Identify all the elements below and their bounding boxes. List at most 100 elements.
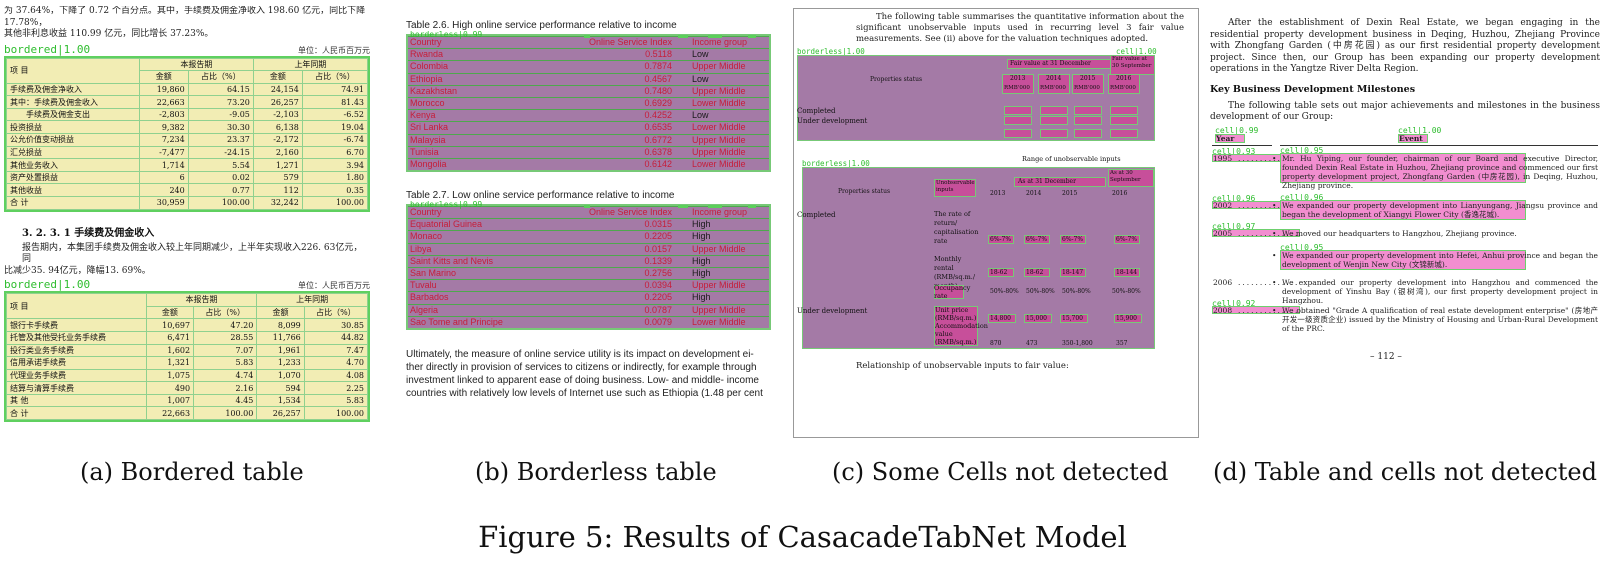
leader-dots: .............. [1238,278,1300,287]
event-text: We moved our headquarters to Hangzhou, Z… [1282,229,1517,238]
table-cell: 6.70 [301,145,369,160]
value-text: 357 [1116,340,1128,347]
cell-box-mark [584,35,590,38]
header-text: Fair value at 30 September [1112,56,1152,69]
detected-cell [1114,268,1140,277]
table-cell: 100.00 [303,406,369,421]
value-text: 15,000 [1026,315,1047,322]
intro-text: After the establishment of Dexin Real Es… [1210,18,1600,74]
table-cell: 0.6378 [644,146,672,157]
bullet: • [1272,229,1277,238]
detected-cell [1280,250,1526,270]
detected-cell [1074,129,1102,138]
table-cell: 0.0394 [644,280,672,291]
table-cell: Upper Middle [692,243,746,254]
value-text: 18-147 [1062,269,1084,276]
table-cell: 579 [252,170,303,185]
detected-cell [1110,129,1138,138]
table-cell: 0.1339 [644,255,672,266]
detection-label: cell|0.97 [1212,222,1256,231]
bullet: • [1272,251,1277,260]
detection-label: borderless|1.00 [797,47,865,56]
detected-cell [1212,306,1300,314]
table-cell: 手续费及佣金支出 [6,107,140,122]
header-text: Range of unobservable inputs [1022,155,1121,163]
table-cell: Rwanda [410,49,444,60]
table-cell: Mongolia [410,158,447,169]
table-cell: 0.0079 [644,316,672,327]
detected-cell [1110,106,1138,115]
table-cell: Equatorial Guinea [410,219,483,230]
year-text: 2016 [1112,190,1128,197]
detected-cell [1280,153,1526,183]
table-cell: 0.6772 [644,134,672,145]
table-cell: Barbados [410,292,449,303]
table-cell: 1,233 [256,356,305,370]
table-cell: 1,961 [256,343,305,358]
table-cell: 5.54 [187,158,254,172]
leader-dots: .............. [1238,306,1300,315]
value-text: 473 [1026,340,1038,347]
table-cell: Low [692,49,709,60]
event-text: We expanded our property development int… [1282,278,1598,305]
col-header: Country [410,37,442,47]
col-header: 金额 [256,305,305,320]
table-cell: 0.2756 [644,268,672,278]
table-row: 手续费及佣金支出-2,803-9.05-2,103-6.52 [6,107,369,122]
table-cell: 2.16 [193,381,258,395]
detected-cell [1024,314,1052,323]
cell-box-mark [584,205,590,209]
table-cell: -24.15 [187,145,254,160]
detected-cell [1002,74,1034,94]
leader-dots: .............. [1238,201,1300,210]
table-cell: 5.83 [303,393,369,408]
value-text: 6%-7% [1116,236,1138,243]
header-text: Properties status [838,188,891,195]
table-cell: 100.00 [187,196,254,210]
year-text: 2014 [1046,75,1062,82]
table-cell: 4.70 [303,356,369,370]
value-text: 50%-80% [1062,288,1091,295]
table-cell: 7.47 [303,343,369,358]
table-cell: Kenya [410,110,436,121]
table-cell: 2,160 [252,145,303,160]
table-cell: 490 [145,381,195,395]
table-cell: 资产处置损益 [6,170,140,185]
value-text: 50%-80% [1026,288,1055,295]
detected-cell [1108,74,1140,94]
table-cell: 44.82 [303,330,369,345]
body-text: investment linked to apparent ease of do… [406,374,759,386]
table-cell: -2,172 [252,133,303,147]
table-cell: 0.5118 [645,49,672,60]
detected-cell [1114,235,1140,244]
detected-cell [1060,268,1086,277]
year-text: 2008 [1213,306,1233,315]
cell-box-mark [708,35,722,38]
table-cell: Lower Middle [692,122,746,133]
table-cell: 1,075 [145,368,195,383]
table-cell: 合 计 [6,196,140,210]
year-text: 2013 [1010,75,1026,82]
value-text: 6%-7% [1026,236,1048,243]
panel-borderless-table: Table 2.6. High online service performan… [406,6,771,438]
table-cell: -6.52 [301,107,369,122]
col-header: 上年同期 [256,293,368,307]
table-cell: 26,257 [256,406,305,421]
table-cell: 7.07 [193,343,258,358]
detected-cell [988,268,1014,277]
year-text: 2006 [1213,278,1233,287]
table-cell: Malaysia [410,134,446,145]
input-name: Occupancy rate [934,284,971,300]
table-cell: Lower Middle [692,158,746,169]
